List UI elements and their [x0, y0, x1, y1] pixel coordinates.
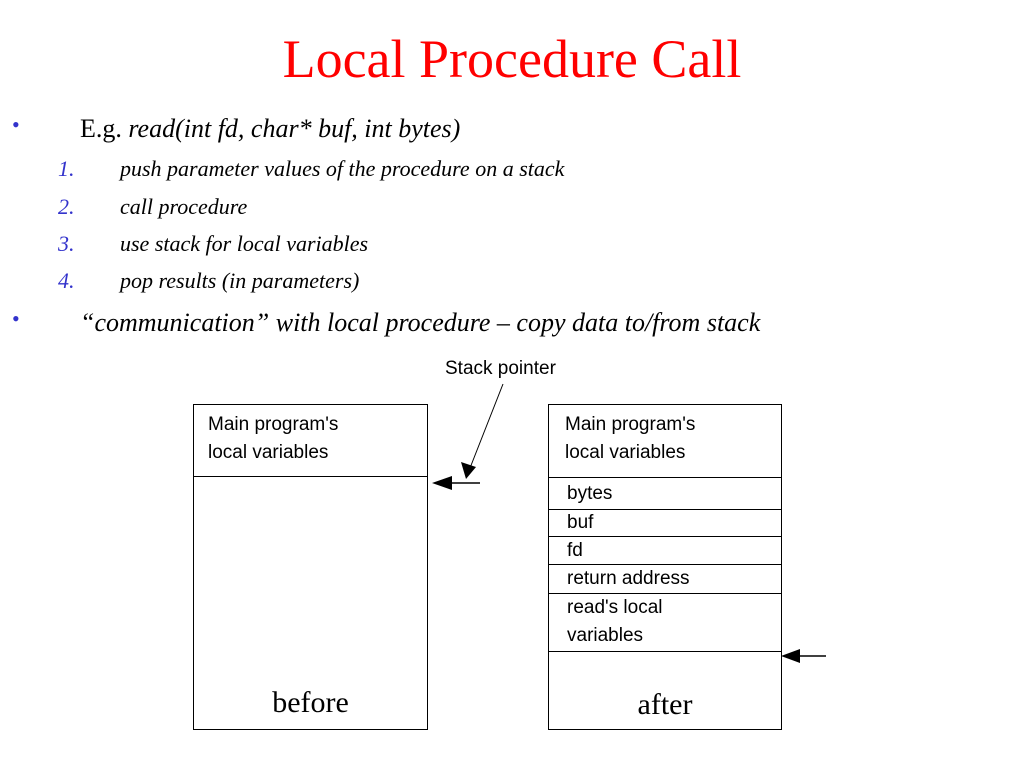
stack-divider	[194, 476, 427, 477]
main-vars-line1: Main program's	[208, 414, 339, 435]
arrowhead-left-icon	[781, 649, 800, 663]
step-text: pop results (in parameters)	[120, 268, 360, 293]
step-text: push parameter values of the procedure o…	[120, 156, 565, 181]
stack-after: Main program's local variables bytes buf…	[548, 404, 782, 730]
bullet-text: “communication” with local procedure – c…	[80, 308, 761, 337]
step-number: 3.	[58, 231, 75, 256]
before-caption: before	[272, 686, 349, 719]
stack-cell-read-locals-line1: read's local	[567, 597, 663, 618]
stack-divider	[549, 593, 781, 594]
bullet-marker: •	[12, 112, 20, 137]
stack-cell-buf: buf	[567, 512, 594, 533]
step-number: 4.	[58, 268, 75, 293]
main-vars-line2: local variables	[208, 442, 329, 463]
main-vars-line2: local variables	[565, 442, 686, 463]
bullet-signature: read(int fd, char* buf, int bytes)	[128, 114, 461, 143]
stack-cell-read-locals-line2: variables	[567, 625, 644, 646]
step-text: call procedure	[120, 194, 248, 219]
stack-divider	[549, 651, 781, 652]
stack-cell-fd: fd	[567, 540, 583, 561]
main-vars-line1: Main program's	[565, 414, 696, 435]
slide-title: Local Procedure Call	[282, 29, 742, 89]
stack-pointer-label: Stack pointer	[445, 358, 556, 379]
stack-before: Main program's local variables before	[193, 404, 428, 730]
step-number: 2.	[58, 194, 75, 219]
bullet-prefix: E.g.	[80, 114, 129, 143]
leader-arrowhead-icon	[461, 462, 476, 479]
stack-divider	[549, 564, 781, 565]
step-text: use stack for local variables	[120, 231, 369, 256]
stack-divider	[549, 509, 781, 510]
leader-line	[469, 383, 504, 469]
bullet-marker: •	[12, 306, 20, 331]
stack-divider	[549, 477, 781, 478]
step-number: 1.	[58, 156, 75, 181]
stack-cell-return-address: return address	[567, 568, 690, 589]
stack-cell-bytes: bytes	[567, 483, 613, 504]
stack-divider	[549, 536, 781, 537]
after-caption: after	[637, 688, 693, 721]
arrowhead-left-icon	[432, 476, 452, 490]
